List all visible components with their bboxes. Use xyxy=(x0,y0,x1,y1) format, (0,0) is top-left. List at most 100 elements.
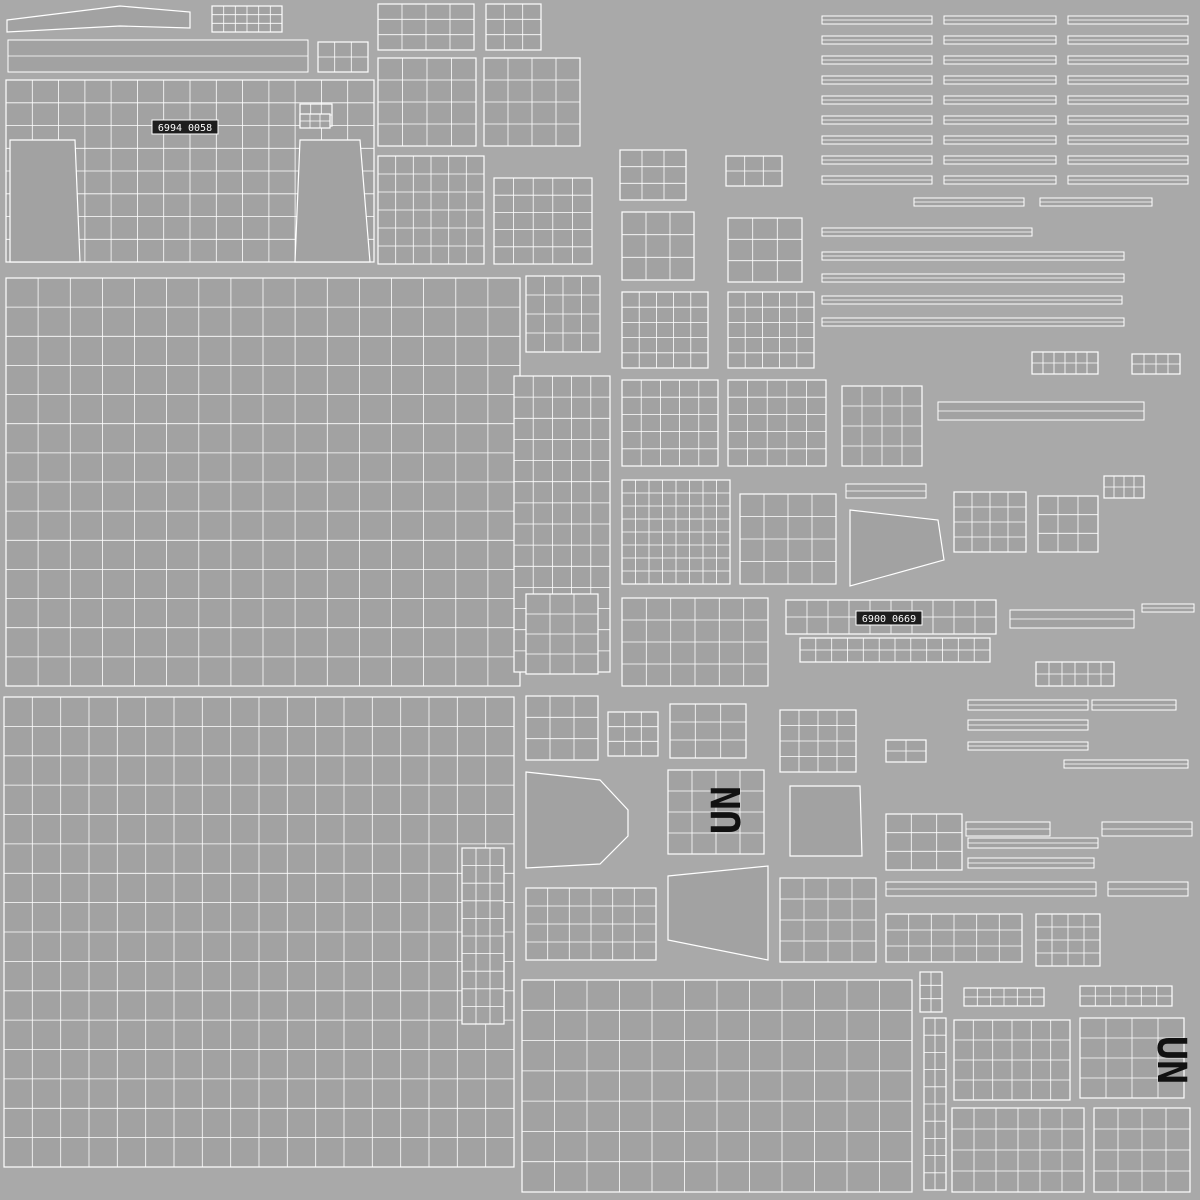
uv-island xyxy=(953,491,1027,553)
uv-island xyxy=(525,275,601,353)
uv-island xyxy=(377,57,477,147)
uv-island xyxy=(943,155,1057,165)
un-marking-a-text: UN xyxy=(704,786,750,834)
uv-island xyxy=(885,913,1023,963)
uv-island xyxy=(299,113,331,129)
uv-island xyxy=(621,597,769,687)
uv-island xyxy=(621,291,709,369)
uv-island xyxy=(1035,661,1115,687)
uv-island xyxy=(779,709,857,773)
uv-island xyxy=(621,379,719,467)
uv-island xyxy=(621,479,731,585)
uv-island xyxy=(1067,15,1189,25)
uv-island xyxy=(1067,155,1189,165)
uv-island xyxy=(779,877,877,963)
uv-island xyxy=(967,719,1089,731)
uv-island xyxy=(1009,609,1135,629)
un-marking-b-text: UN xyxy=(1148,1036,1194,1084)
uv-island xyxy=(885,881,1097,897)
uv-island xyxy=(1067,95,1189,105)
uv-island xyxy=(821,251,1125,261)
uv-island xyxy=(725,155,783,187)
uv-island xyxy=(294,139,371,263)
uv-islands xyxy=(3,3,1195,1193)
uv-island xyxy=(493,177,593,265)
uv-island xyxy=(1107,881,1189,897)
uv-island xyxy=(943,175,1057,185)
uv-island xyxy=(727,291,815,369)
uv-island xyxy=(1067,115,1189,125)
uv-island xyxy=(727,379,827,467)
uv-island xyxy=(461,847,505,1025)
uv-island xyxy=(821,15,933,25)
uv-island xyxy=(317,41,369,73)
uv-island xyxy=(943,55,1057,65)
uv-island xyxy=(937,401,1145,421)
uv-island xyxy=(1067,75,1189,85)
uv-island xyxy=(799,637,991,663)
uv-island xyxy=(521,979,913,1193)
uv-island xyxy=(967,837,1099,849)
uv-island xyxy=(1035,913,1101,967)
uv-island xyxy=(667,769,765,855)
uv-island xyxy=(1067,175,1189,185)
uv-island xyxy=(943,35,1057,45)
uv-island xyxy=(377,155,485,265)
uv-island xyxy=(841,385,923,467)
uv-island xyxy=(967,741,1089,751)
uv-island xyxy=(821,227,1033,237)
uv-island xyxy=(667,865,769,961)
uv-island xyxy=(965,821,1051,837)
uv-island xyxy=(845,483,927,499)
uv-island xyxy=(821,273,1125,283)
uv-island xyxy=(821,115,933,125)
uv-island xyxy=(885,739,927,763)
uv-island xyxy=(821,35,933,45)
uv-island xyxy=(885,813,963,871)
uv-island xyxy=(967,857,1095,869)
uv-island xyxy=(951,1107,1085,1193)
uv-island xyxy=(1093,1107,1191,1193)
uv-island xyxy=(621,211,695,281)
uv-island xyxy=(821,295,1123,305)
uv-island xyxy=(821,155,933,165)
uv-island xyxy=(1067,35,1189,45)
uv-island xyxy=(1063,759,1189,769)
uv-island xyxy=(739,493,837,585)
license-plate-b: 6900 0669 xyxy=(855,610,923,626)
uv-island xyxy=(607,711,659,757)
uv-island xyxy=(943,75,1057,85)
uv-island xyxy=(485,3,542,51)
uv-island xyxy=(1037,495,1099,553)
uv-island xyxy=(211,5,283,33)
uv-island xyxy=(1091,699,1177,711)
uv-island xyxy=(821,55,933,65)
uv-island xyxy=(943,135,1057,145)
uv-island xyxy=(943,115,1057,125)
uv-island xyxy=(821,95,933,105)
uv-island xyxy=(953,1019,1071,1101)
uv-island xyxy=(923,1017,947,1191)
uv-island xyxy=(919,971,943,1013)
uv-island xyxy=(821,135,933,145)
license-plate-a: 6994 0058 xyxy=(151,119,219,135)
uv-island xyxy=(1101,821,1193,837)
uv-island xyxy=(1079,985,1173,1007)
uv-island xyxy=(525,695,599,761)
uv-island xyxy=(821,317,1125,327)
uv-island xyxy=(525,771,629,869)
uv-island xyxy=(727,217,803,283)
uv-island xyxy=(483,57,581,147)
uv-island xyxy=(669,703,747,759)
uv-island xyxy=(9,139,81,263)
uv-island xyxy=(849,509,945,587)
license-plate-b-text: 6900 0669 xyxy=(862,614,916,625)
uv-island xyxy=(821,175,933,185)
uv-island xyxy=(3,696,515,1168)
uv-island xyxy=(943,95,1057,105)
license-plate-a-text: 6994 0058 xyxy=(158,123,212,134)
uv-island xyxy=(1079,1017,1185,1099)
uv-island xyxy=(789,785,863,857)
uv-island xyxy=(1141,603,1195,613)
